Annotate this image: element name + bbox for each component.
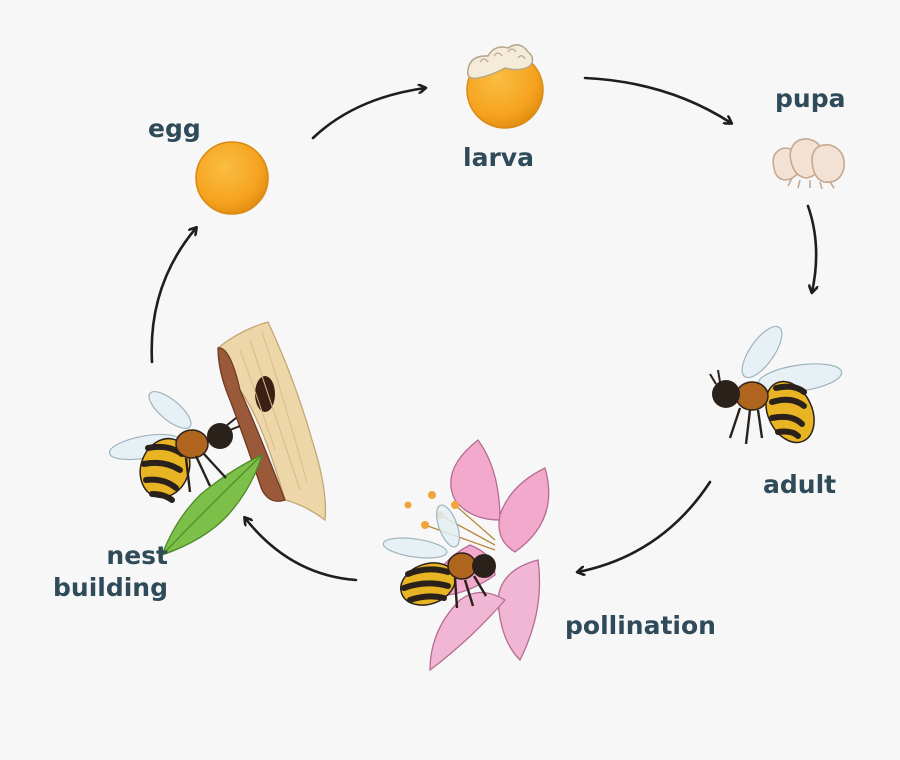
arrow-nest-to-egg — [150, 228, 196, 364]
stage-label-nest-line-1: nest — [106, 541, 168, 570]
pollinating-bee-icon — [382, 504, 496, 609]
pupa-icon — [772, 138, 846, 190]
stage-label-nest-building: nest building — [40, 540, 168, 604]
adult-bee-icon — [709, 325, 843, 445]
stage-label-nest-line-2: building — [53, 573, 168, 602]
stage-label-egg: egg — [148, 114, 201, 143]
larva-icon — [466, 44, 544, 129]
stage-label-larva: larva — [463, 143, 534, 172]
leaf-icon — [160, 453, 264, 557]
arrow-pupa-to-adult — [806, 204, 816, 292]
stage-label-pollination: pollination — [565, 611, 716, 640]
nest-building-bee-icon — [108, 391, 241, 503]
cycle-arrows — [150, 76, 816, 582]
arrow-adult-to-pollination — [578, 480, 712, 572]
arrow-egg-to-larva — [311, 88, 425, 140]
wood-nest-icon — [217, 321, 327, 522]
egg-icon — [195, 141, 269, 215]
flower-icon — [404, 439, 550, 672]
stage-label-adult: adult — [763, 470, 837, 499]
arrow-pollination-to-nest — [245, 518, 358, 582]
stage-label-pupa: pupa — [775, 84, 846, 113]
arrow-larva-to-pupa — [583, 76, 731, 123]
